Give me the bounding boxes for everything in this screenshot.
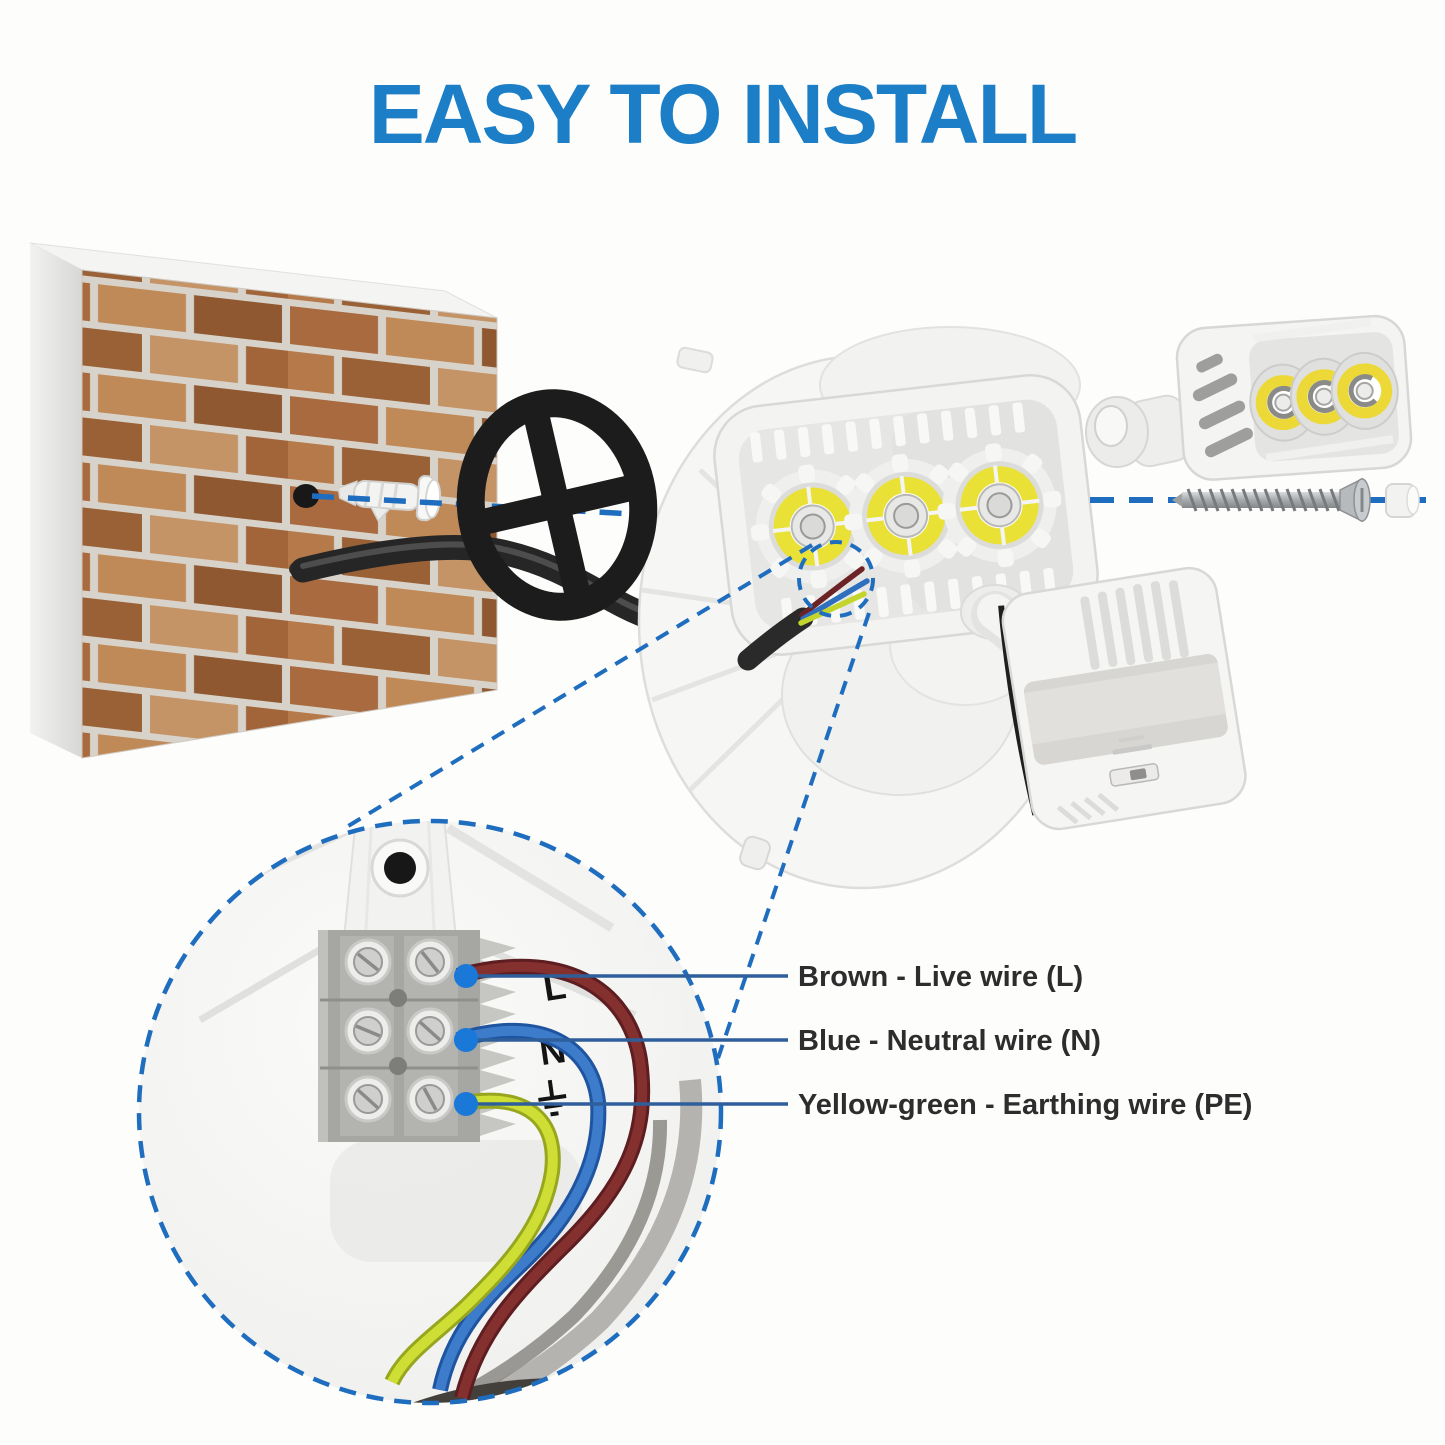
terminal-screw (344, 1007, 392, 1055)
callouts: Brown - Live wire (L) Blue - Neutral wir… (454, 961, 1252, 1121)
led-module-small (1330, 351, 1399, 430)
cable-stripped-end (737, 566, 870, 671)
callout-label-yellow-green: Yellow-green - Earthing wire (PE) (798, 1089, 1252, 1121)
wire-blue (432, 1022, 607, 1392)
terminal-screw (344, 938, 392, 986)
zoom-source-circle (797, 540, 875, 618)
zoom-cone-line-left (343, 543, 814, 830)
terminal-screw (406, 938, 454, 986)
led-module (937, 443, 1062, 568)
screw-cap (1385, 483, 1420, 518)
tab-hole (384, 852, 416, 884)
heatsink-teeth-top (750, 402, 1026, 463)
sensor-vents (1080, 580, 1189, 670)
mounting-screw (1172, 477, 1371, 523)
sensor-controls (1109, 735, 1160, 787)
foam-gasket (456, 389, 658, 621)
hinge-knuckle (1085, 394, 1193, 468)
drill-hole (293, 484, 319, 508)
terminal-screw (406, 1075, 454, 1123)
second-led-head (1175, 314, 1413, 481)
wall-anchor (337, 475, 442, 523)
page-title: EASY TO INSTALL (368, 67, 1078, 161)
wire-channel (330, 1140, 582, 1262)
zoom-cone-line-right (710, 612, 871, 1077)
terminal-screw (344, 1075, 392, 1123)
motion-sensor (998, 566, 1247, 831)
terminal-screw (406, 1007, 454, 1055)
wall-brick-face (81, 269, 498, 759)
zoom-detail-circle: L N (136, 818, 724, 1406)
callout-label-blue: Blue - Neutral wire (N) (798, 1025, 1101, 1057)
callout-dot-yellow-green (454, 1092, 478, 1116)
head-vent-slots (1192, 353, 1253, 458)
callout-dot-brown (454, 964, 478, 988)
zoom-detail-circle-border (136, 818, 724, 1406)
main-led-head (713, 373, 1099, 656)
wire-yellow-green (384, 1092, 561, 1386)
callout-dot-blue (454, 1028, 478, 1052)
led-module (750, 464, 875, 589)
callout-label-brown: Brown - Live wire (L) (798, 961, 1083, 993)
sensor-bottom-fins (1056, 792, 1120, 825)
terminal-block (318, 930, 516, 1142)
wall-side-face (30, 243, 82, 758)
mounting-axis-dashed-line (311, 493, 651, 518)
